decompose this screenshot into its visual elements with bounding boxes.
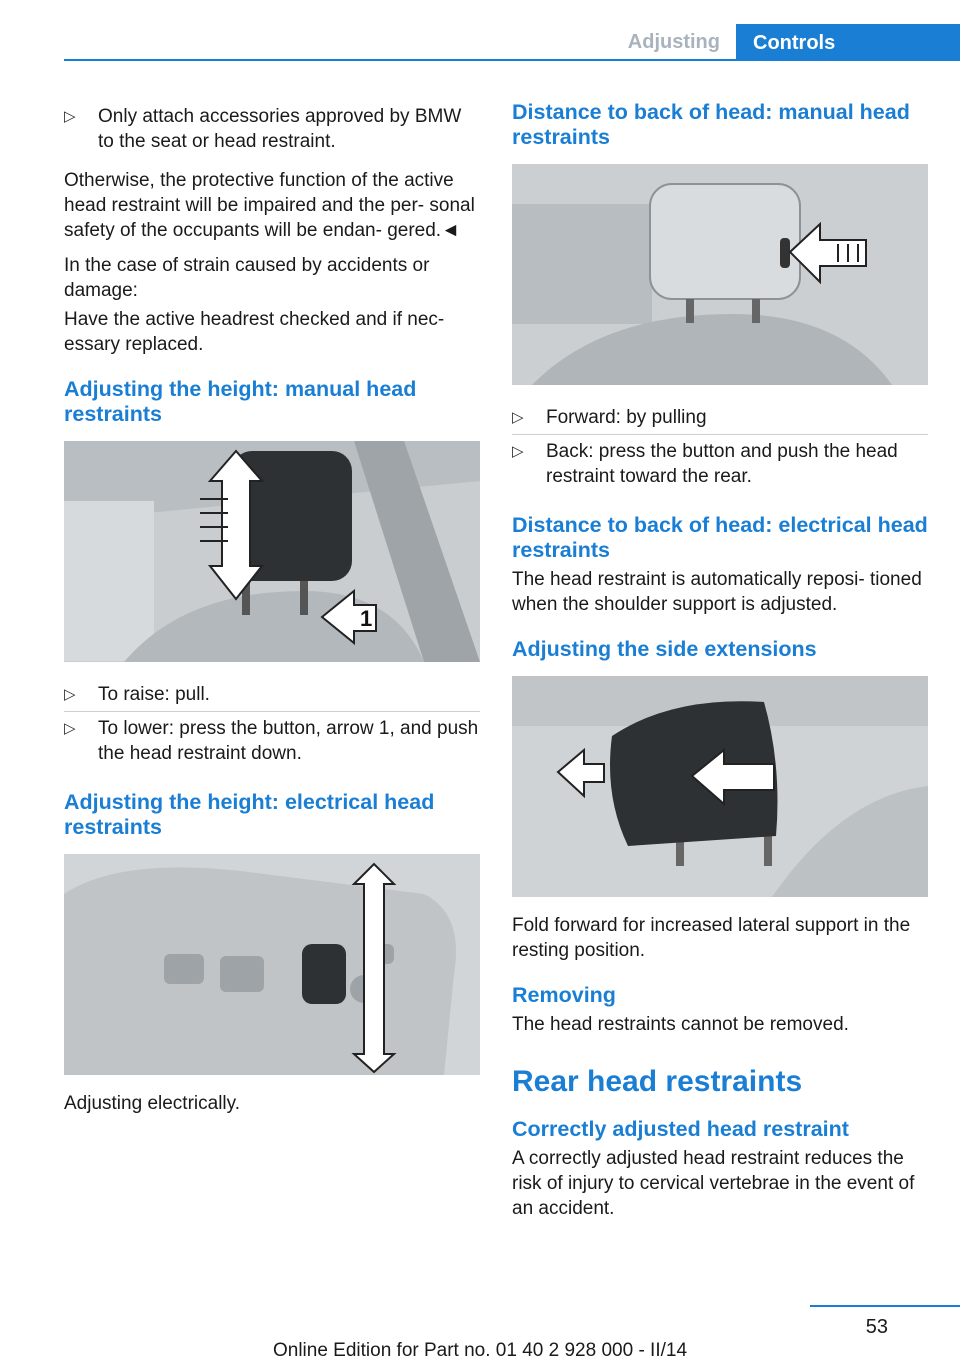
manual-distance-steps: ▷Forward: by pulling ▷Back: press the bu… [512, 401, 928, 493]
footer-rule [810, 1305, 960, 1307]
left-column: ▷Only attach accessories approved by BMW… [64, 100, 480, 1126]
paragraph-removing: The head restraints cannot be removed. [512, 1014, 849, 1035]
accessories-list: ▷Only attach accessories approved by BMW… [64, 100, 480, 158]
heading-electric-distance: Distance to back of head: electrical hea… [512, 513, 928, 562]
list-item: ▷To lower: press the button, arrow 1, an… [64, 718, 479, 764]
triangle-bullet-icon: ▷ [64, 108, 76, 125]
paragraph-otherwise: Otherwise, the protective function of th… [64, 170, 475, 241]
triangle-bullet-icon: ▷ [512, 443, 524, 460]
triangle-bullet-icon: ▷ [64, 686, 76, 703]
paragraph-correctly-adjusted: A correctly adjusted head restraint redu… [512, 1148, 915, 1219]
heading-correctly-adjusted: Correctly adjusted head restraint [512, 1117, 849, 1141]
header-section-label: Adjusting [627, 31, 720, 53]
list-item: ▷Only attach accessories approved by BMW… [64, 106, 462, 152]
manual-height-figure: 1 [64, 441, 480, 662]
paragraph-checked: Have the active headrest checked and if … [64, 309, 445, 355]
side-extension-illustration [512, 676, 928, 897]
manual-height-steps: ▷To raise: pull. ▷To lower: press the bu… [64, 678, 480, 770]
electric-height-figure [64, 854, 480, 1075]
triangle-bullet-icon: ▷ [64, 720, 76, 737]
right-column: Distance to back of head: manual head re… [512, 100, 928, 1231]
heading-rear-head-restraints: Rear head restraints [512, 1065, 803, 1098]
paragraph-electric-distance: The head restraint is automatically repo… [512, 569, 922, 615]
headrest-distance-illustration [512, 164, 928, 385]
caption-electric: Adjusting electrically. [64, 1093, 241, 1114]
heading-manual-height: Adjusting the height: manual head restra… [64, 377, 417, 426]
manual-distance-figure [512, 164, 928, 385]
side-extensions-figure [512, 676, 928, 897]
paragraph-fold: Fold forward for increased lateral suppo… [512, 915, 911, 961]
page-number: 53 [865, 1316, 888, 1338]
list-item: ▷Back: press the button and push the hea… [512, 441, 898, 487]
list-item: ▷To raise: pull. [64, 678, 480, 712]
heading-side-extensions: Adjusting the side extensions [512, 637, 817, 661]
heading-manual-distance: Distance to back of head: manual head re… [512, 100, 910, 149]
triangle-bullet-icon: ▷ [512, 409, 524, 426]
seat-switch-illustration [64, 854, 480, 1075]
header-chapter-tab: Controls [736, 24, 960, 61]
list-item: ▷Forward: by pulling [512, 401, 928, 435]
figure-callout-label: 1 [360, 606, 372, 631]
paragraph-strain: In the case of strain caused by accident… [64, 255, 430, 301]
edition-line: Online Edition for Part no. 01 40 2 928 … [272, 1340, 688, 1361]
header-rule [64, 59, 960, 61]
heading-removing: Removing [512, 983, 616, 1007]
heading-electric-height: Adjusting the height: electrical head re… [64, 790, 435, 839]
headrest-height-illustration: 1 [64, 441, 480, 662]
